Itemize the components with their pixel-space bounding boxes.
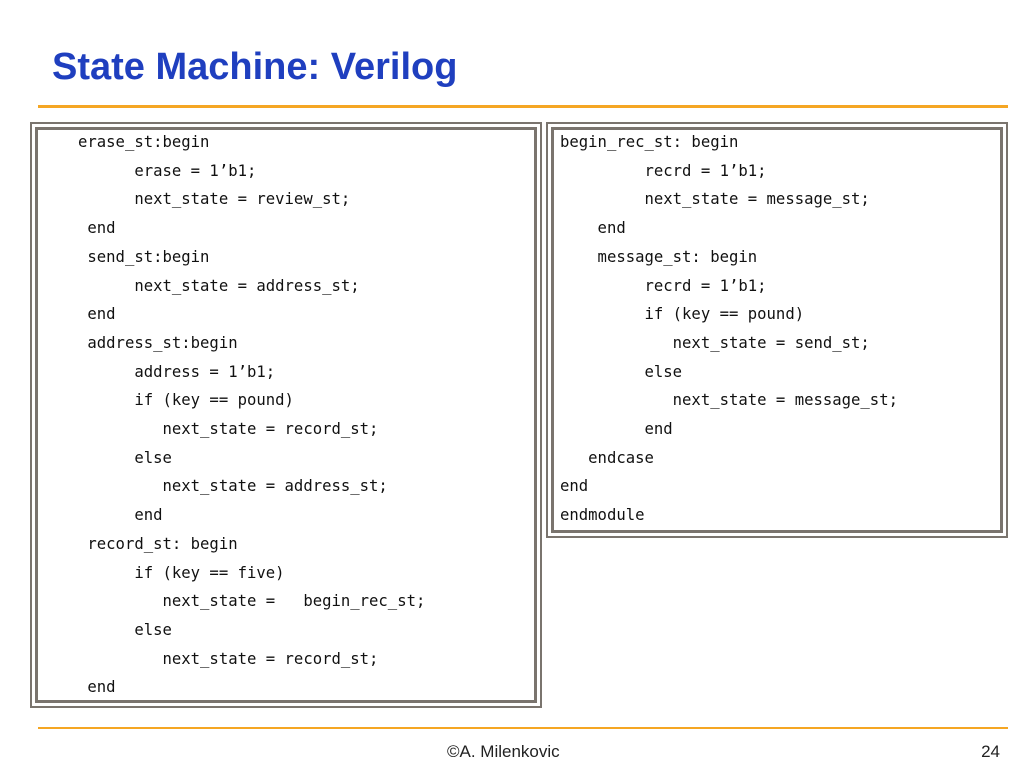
- code-panel-left: erase_st:begin erase = 1’b1; next_state …: [30, 122, 542, 708]
- footer-divider: [38, 727, 1008, 729]
- code-listing-left: erase_st:begin erase = 1’b1; next_state …: [78, 133, 426, 697]
- slide-title: State Machine: Verilog: [52, 46, 458, 88]
- title-divider: [38, 105, 1008, 108]
- page-number: 24: [981, 742, 1000, 761]
- code-listing-right: begin_rec_st: begin recrd = 1’b1; next_s…: [560, 133, 898, 525]
- code-panel-right: begin_rec_st: begin recrd = 1’b1; next_s…: [546, 122, 1008, 538]
- footer-author: ©A. Milenkovic: [447, 742, 560, 761]
